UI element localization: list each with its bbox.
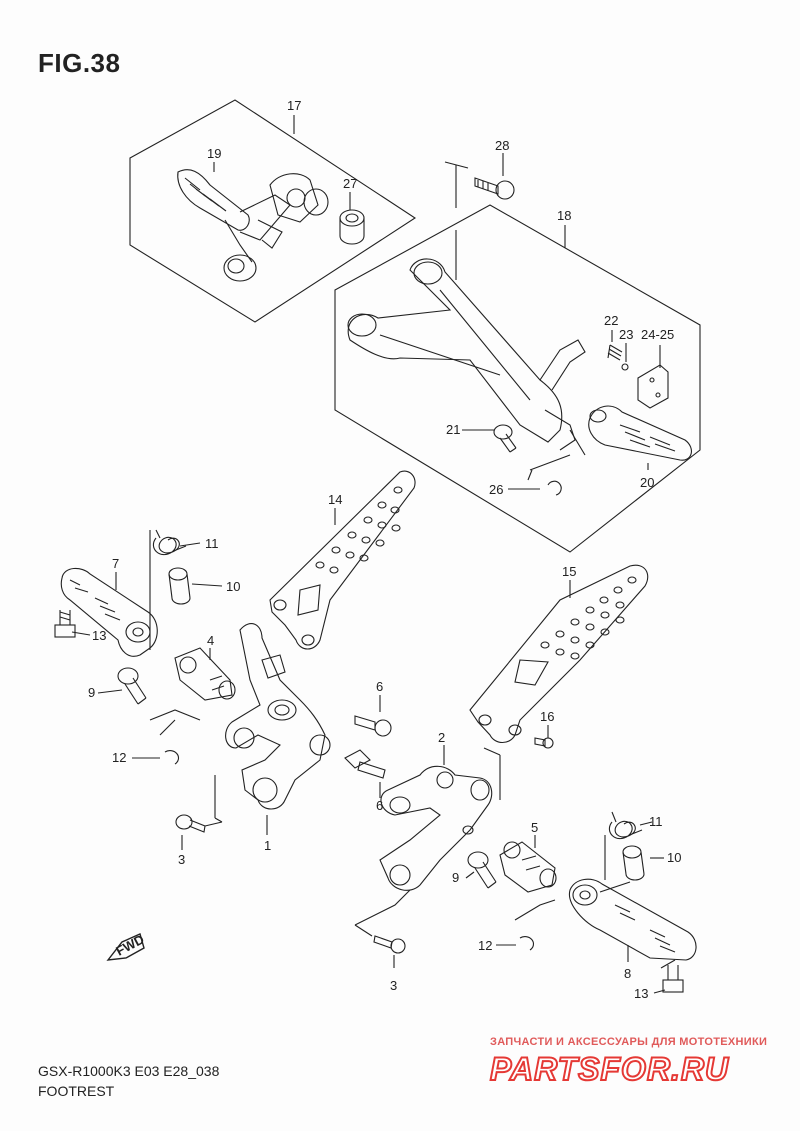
callout-label: 28 [495, 138, 509, 153]
part-16-shape [534, 737, 554, 749]
part-23-shape [621, 363, 629, 371]
callout-label: 5 [531, 820, 538, 835]
callout-label: 6 [376, 679, 383, 694]
callout-label: 10 [226, 579, 240, 594]
part-1-shape [225, 623, 331, 810]
part-26-shape [547, 480, 562, 496]
watermark-logo-text: PARTSFOR.RU [490, 1051, 729, 1087]
callout-label: 12 [112, 750, 126, 765]
part-13-left-shape [54, 610, 76, 638]
part-10-right-shape [622, 845, 645, 881]
forward-arrow-label: FWD [113, 932, 146, 959]
callout-label: 10 [667, 850, 681, 865]
part-19-shape [177, 169, 329, 282]
callout-label: 12 [478, 938, 492, 953]
part-7-shape [60, 530, 158, 657]
callout-label: 6 [376, 798, 383, 813]
callout-label: 3 [390, 978, 397, 993]
callout-label: 15 [562, 564, 576, 579]
callout-label: 11 [649, 814, 663, 829]
part-6-lower-shape [344, 749, 386, 779]
callout-label: 13 [92, 628, 106, 643]
callout-label: 9 [452, 870, 459, 885]
callout-label: 18 [557, 208, 571, 223]
part-24-25-shape [637, 364, 669, 409]
part-3-left-shape [175, 814, 206, 833]
part-11-right-shape [608, 811, 643, 840]
part-15-shape [469, 564, 649, 744]
part-9-left-shape [117, 667, 147, 705]
callout-label: 13 [634, 986, 648, 1001]
part-callouts: 17 19 27 28 18 22 23 24-25 21 26 20 14 1… [88, 98, 681, 1001]
callout-label: 4 [207, 633, 214, 648]
callout-label: 23 [619, 327, 633, 342]
callout-label: 7 [112, 556, 119, 571]
part-22-shape [607, 344, 623, 361]
part-14-shape [269, 470, 416, 650]
part-9-right-shape [467, 851, 497, 889]
part-21-shape [493, 424, 517, 453]
part-5-shape [499, 841, 557, 893]
part-13-right-shape [662, 965, 684, 993]
part-12-right-shape [519, 936, 535, 951]
part-18-bracket-shape [347, 258, 586, 451]
callout-label: 24-25 [641, 327, 674, 342]
part-10-left-shape [168, 567, 191, 605]
callout-label: 20 [640, 475, 654, 490]
callout-label: 26 [489, 482, 503, 497]
callout-label: 11 [205, 536, 219, 551]
watermark-tagline: ЗАПЧАСТИ И АКСЕССУАРЫ ДЛЯ МОТОТЕХНИКИ [490, 1036, 768, 1048]
part-8-shape [568, 878, 697, 961]
callout-label: 22 [604, 313, 618, 328]
part-3-right-shape [373, 935, 406, 954]
part-27-shape [339, 209, 365, 245]
callout-label: 21 [446, 422, 460, 437]
part-20-shape [588, 405, 692, 461]
model-code: GSX-R1000K3 E03 E28_038 [38, 1063, 220, 1079]
callout-label: 8 [624, 966, 631, 981]
kit-box-18 [334, 204, 701, 553]
callout-label: 2 [438, 730, 445, 745]
part-4-shape [174, 647, 236, 701]
section-name: FOOTREST [38, 1083, 115, 1099]
figure-title: FIG.38 [38, 48, 121, 78]
watermark-logo: PARTSFOR.RU [489, 1050, 729, 1088]
callout-label: 27 [343, 176, 357, 191]
kit-box-17 [129, 99, 417, 323]
callout-label: 1 [264, 838, 271, 853]
part-2-shape [379, 765, 493, 891]
callout-label: 9 [88, 685, 95, 700]
callout-label: 16 [540, 709, 554, 724]
forward-arrow-icon: FWD [106, 932, 147, 961]
callout-label: 14 [328, 492, 342, 507]
callout-label: 3 [178, 852, 185, 867]
part-11-left-shape [152, 529, 187, 556]
callout-label: 17 [287, 98, 301, 113]
part-6-upper-shape [354, 715, 392, 737]
part-12-left-shape [164, 750, 180, 765]
part-28-shape [474, 177, 515, 200]
callout-label: 19 [207, 146, 221, 161]
